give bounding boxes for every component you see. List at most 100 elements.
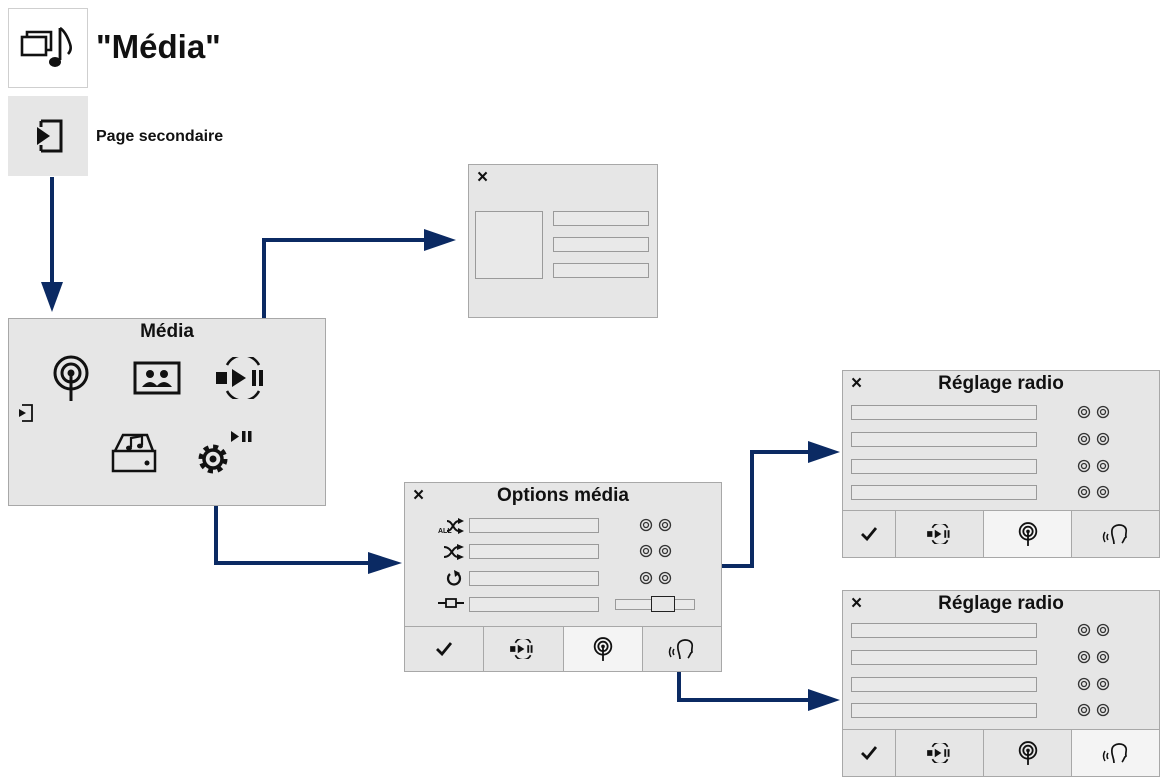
tab-voice[interactable] <box>643 627 721 671</box>
radio-setting-field[interactable] <box>851 703 1037 718</box>
check-icon <box>436 642 453 656</box>
tab-radio[interactable] <box>984 730 1072 776</box>
radio-button-icon[interactable] <box>1077 650 1091 664</box>
tab-confirm[interactable] <box>843 511 896 557</box>
repeat-icon[interactable] <box>445 569 463 587</box>
secondary-page-icon-box[interactable] <box>8 96 88 176</box>
radio-setting-radio-pair[interactable] <box>1077 485 1110 499</box>
radio-setting-field[interactable] <box>851 485 1037 500</box>
tab-play-pause[interactable] <box>896 511 984 557</box>
radio-settings-screen-top: × Réglage radio <box>842 370 1160 558</box>
aux-level-slider-handle[interactable] <box>651 596 675 612</box>
options-media-screen: × Options média ALL <box>404 482 722 672</box>
settings-gear-play-icon[interactable] <box>193 427 255 479</box>
option-field-shuffle-all[interactable] <box>469 518 599 533</box>
tab-play-pause[interactable] <box>896 730 984 776</box>
play-pause-control-icon[interactable] <box>213 357 273 399</box>
svg-text:ALL: ALL <box>438 528 452 535</box>
radio-button-icon[interactable] <box>1096 703 1110 717</box>
radio-button-icon[interactable] <box>1096 677 1110 691</box>
radio-setting-field[interactable] <box>851 623 1037 638</box>
radio-button-icon[interactable] <box>639 544 653 558</box>
close-icon[interactable]: × <box>413 485 425 506</box>
play-pause-icon <box>926 743 950 763</box>
radio-button-icon[interactable] <box>1077 432 1091 446</box>
option-field-aux[interactable] <box>469 597 599 612</box>
radio-settings-screen-bottom: × Réglage radio <box>842 590 1160 777</box>
tab-voice[interactable] <box>1072 511 1159 557</box>
popup-field-1 <box>553 211 649 226</box>
radio-settings-title: Réglage radio <box>938 593 1064 614</box>
radio-setting-radio-pair[interactable] <box>1077 650 1110 664</box>
radio-button-icon[interactable] <box>1077 405 1091 419</box>
radio-button-icon[interactable] <box>1096 432 1110 446</box>
options-media-title: Options média <box>497 485 629 506</box>
voice-icon <box>1102 743 1127 764</box>
radio-icon <box>1018 741 1037 765</box>
radio-button-icon[interactable] <box>1077 485 1091 499</box>
check-icon <box>861 527 877 541</box>
tab-confirm[interactable] <box>843 730 896 776</box>
option-radio-pair[interactable] <box>639 518 672 532</box>
media-screen: Média <box>8 318 326 506</box>
radio-setting-radio-pair[interactable] <box>1077 432 1110 446</box>
arrow-options-to-radio-bottom <box>677 668 840 711</box>
tab-radio[interactable] <box>563 627 643 671</box>
close-icon[interactable]: × <box>851 373 863 394</box>
play-pause-icon <box>926 524 950 544</box>
info-popup: × <box>468 164 658 318</box>
radio-button-icon[interactable] <box>1096 485 1110 499</box>
arrow-media-to-popup <box>262 229 456 347</box>
tab-confirm[interactable] <box>405 627 485 671</box>
play-pause-icon <box>510 639 533 659</box>
radio-setting-radio-pair[interactable] <box>1077 677 1110 691</box>
radio-setting-radio-pair[interactable] <box>1077 703 1110 717</box>
tab-radio[interactable] <box>984 511 1072 557</box>
option-field-repeat[interactable] <box>469 571 599 586</box>
radio-setting-field[interactable] <box>851 650 1037 665</box>
shuffle-all-icon[interactable]: ALL <box>437 517 465 535</box>
radio-setting-radio-pair[interactable] <box>1077 405 1110 419</box>
voice-icon <box>1102 524 1127 545</box>
radio-button-icon[interactable] <box>1077 677 1091 691</box>
tab-play-pause[interactable] <box>484 627 564 671</box>
options-media-tab-bar <box>405 626 721 671</box>
radio-setting-field[interactable] <box>851 405 1037 420</box>
radio-button-icon[interactable] <box>1077 459 1091 473</box>
contacts-card-icon[interactable] <box>133 361 181 395</box>
radio-setting-field[interactable] <box>851 432 1037 447</box>
radio-setting-field[interactable] <box>851 677 1037 692</box>
radio-setting-radio-pair[interactable] <box>1077 623 1110 637</box>
radio-button-icon[interactable] <box>1077 623 1091 637</box>
option-radio-pair[interactable] <box>639 544 672 558</box>
radio-button-icon[interactable] <box>1096 623 1110 637</box>
enter-page-icon <box>37 119 63 153</box>
popup-field-3 <box>553 263 649 278</box>
radio-setting-field[interactable] <box>851 459 1037 474</box>
tab-voice[interactable] <box>1072 730 1159 776</box>
shuffle-icon[interactable] <box>443 543 465 561</box>
radio-button-icon[interactable] <box>1077 703 1091 717</box>
radio-button-icon[interactable] <box>1096 650 1110 664</box>
voice-icon <box>668 639 694 660</box>
radio-button-icon[interactable] <box>639 518 653 532</box>
popup-image-placeholder <box>475 211 543 279</box>
close-icon[interactable]: × <box>477 167 489 188</box>
enter-page-icon[interactable] <box>15 403 35 423</box>
radio-button-icon[interactable] <box>658 518 672 532</box>
radio-settings-tab-bar <box>843 729 1159 776</box>
radio-button-icon[interactable] <box>658 571 672 585</box>
radio-setting-radio-pair[interactable] <box>1077 459 1110 473</box>
close-icon[interactable]: × <box>851 593 863 614</box>
radio-button-icon[interactable] <box>639 571 653 585</box>
radio-button-icon[interactable] <box>1096 405 1110 419</box>
media-drive-note-icon[interactable] <box>109 431 157 475</box>
option-field-shuffle[interactable] <box>469 544 599 559</box>
radio-broadcast-icon[interactable] <box>51 353 91 403</box>
aux-cable-icon[interactable] <box>437 597 465 609</box>
radio-icon <box>1018 522 1037 546</box>
option-radio-pair[interactable] <box>639 571 672 585</box>
page-title: "Média" <box>96 28 221 65</box>
radio-button-icon[interactable] <box>1096 459 1110 473</box>
radio-button-icon[interactable] <box>658 544 672 558</box>
